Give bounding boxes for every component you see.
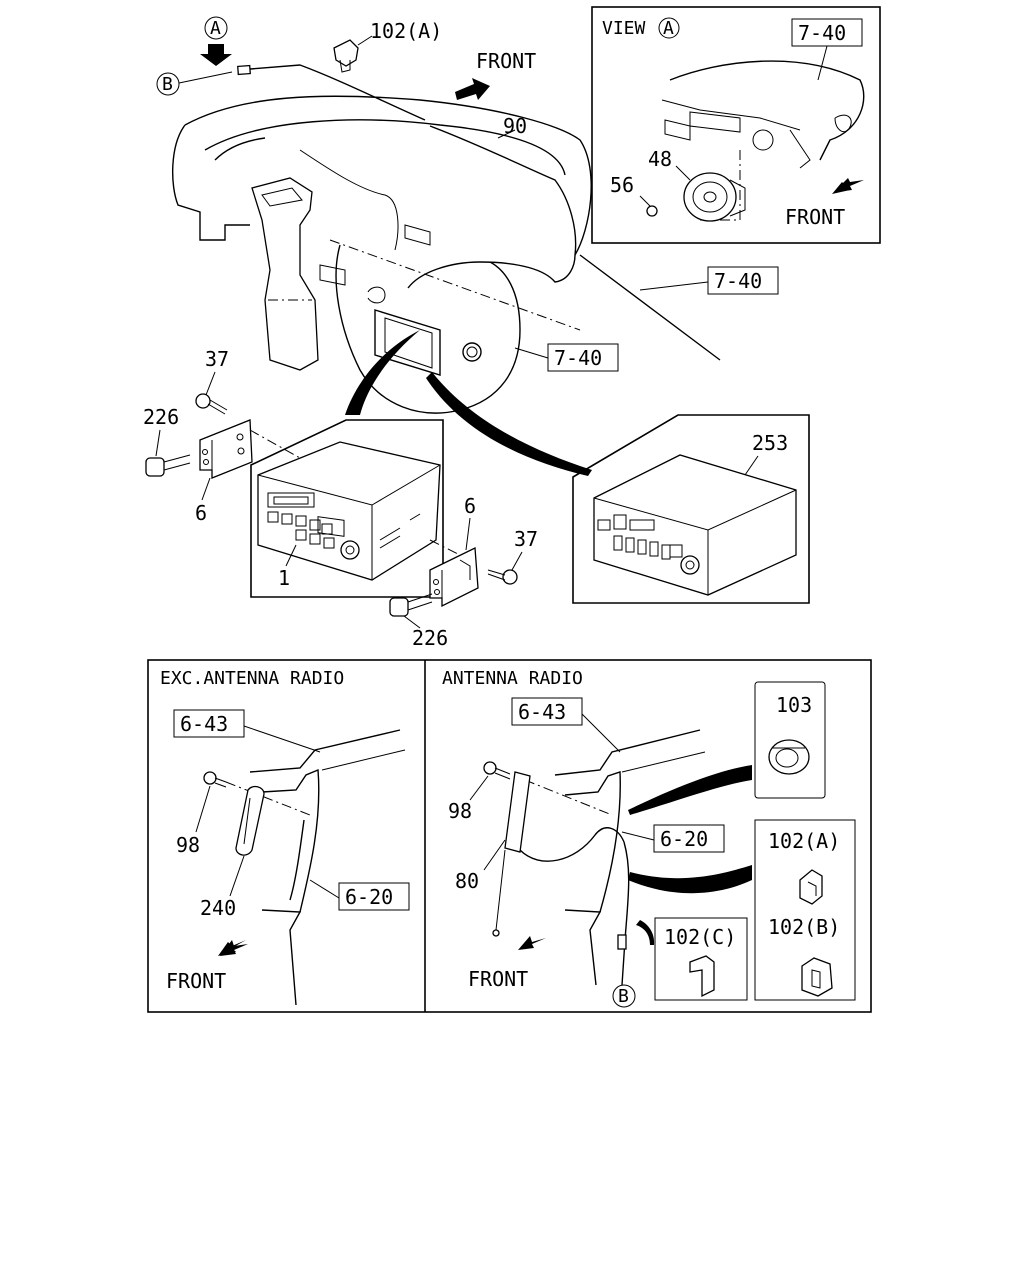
b-marker-top-label: B bbox=[162, 74, 173, 95]
ant-b-marker-label: B bbox=[618, 986, 629, 1007]
front-view-label: FRONT bbox=[785, 205, 845, 229]
part-37-right-label: 37 bbox=[514, 527, 538, 551]
exc-front-label: FRONT bbox=[166, 969, 226, 993]
bracket-icon bbox=[199, 419, 253, 479]
exc-part-240-label: 240 bbox=[200, 896, 236, 920]
exc-ref-6-20-label: 6-20 bbox=[345, 885, 393, 909]
antenna-icon bbox=[492, 771, 531, 937]
part-102ab-box: 102(A) 102(B) bbox=[754, 819, 856, 1001]
nut-icon bbox=[646, 205, 658, 217]
clip-102c-icon bbox=[689, 955, 715, 998]
part-6-left-label: 6 bbox=[195, 501, 207, 525]
bracket-right: 37 226 6 bbox=[389, 494, 538, 650]
view-marker-a: A bbox=[200, 16, 232, 66]
part-37-left-label: 37 bbox=[205, 347, 229, 371]
ref-7-40-view-label: 7-40 bbox=[798, 21, 846, 45]
bolt-98-exc-icon bbox=[203, 771, 227, 788]
front-arrow-icon bbox=[455, 78, 490, 100]
b-marker-top: B bbox=[156, 71, 233, 96]
speaker-icon bbox=[683, 172, 746, 222]
part-1-label: 1 bbox=[278, 566, 290, 590]
ant-part-98-label: 98 bbox=[448, 799, 472, 823]
clip-102a-icon bbox=[799, 869, 823, 905]
lower-frame bbox=[147, 659, 872, 1013]
clip-102b-icon bbox=[801, 957, 833, 997]
radio-box-panel: 1 bbox=[250, 419, 444, 598]
ref-7-40-low-label: 7-40 bbox=[554, 346, 602, 370]
part-6-right-label: 6 bbox=[464, 494, 476, 518]
part-102a-top-label: 102(A) bbox=[370, 19, 442, 43]
grommet-icon bbox=[768, 739, 810, 775]
ant-ref-6-20-label: 6-20 bbox=[660, 827, 708, 851]
ant-title-label: ANTENNA RADIO bbox=[442, 668, 583, 689]
part-102c-box-label: 102(C) bbox=[664, 925, 736, 949]
ant-front-label: FRONT bbox=[468, 967, 528, 991]
radio-253-icon bbox=[593, 454, 797, 596]
part-226-left-label: 226 bbox=[143, 405, 179, 429]
part-48-label: 48 bbox=[648, 147, 672, 171]
part-56-label: 56 bbox=[610, 173, 634, 197]
callout-sweep-right bbox=[426, 372, 592, 476]
bolt-226-bottom-icon bbox=[389, 593, 433, 617]
view-a-panel: VIEW A 7-40 48 56 FRONT bbox=[591, 6, 881, 244]
bolt-icon bbox=[195, 393, 228, 415]
exc-title-label: EXC.ANTENNA RADIO bbox=[160, 668, 344, 689]
ref-box-7-40-mid: 7-40 bbox=[639, 266, 779, 295]
ant-part-80-label: 80 bbox=[455, 869, 479, 893]
clip-icon bbox=[333, 39, 359, 73]
exc-antenna-panel: EXC.ANTENNA RADIO 6-43 98 240 6-20 FR bbox=[160, 668, 410, 1006]
part-102c-box: 102(C) bbox=[654, 917, 748, 1001]
bracket-right-icon bbox=[429, 546, 479, 608]
bolt-226-left-icon bbox=[145, 454, 191, 477]
part-103-label: 103 bbox=[776, 693, 812, 717]
view-a-marker-label: A bbox=[210, 18, 221, 39]
exc-part-98-label: 98 bbox=[176, 833, 200, 857]
view-arrow-icon bbox=[200, 44, 232, 66]
radio-unit-icon bbox=[257, 441, 441, 581]
part-226-bottom-label: 226 bbox=[412, 626, 448, 650]
ref-7-40-mid-label: 7-40 bbox=[714, 269, 762, 293]
exc-ref-6-43-label: 6-43 bbox=[180, 712, 228, 736]
part-90-label: 90 bbox=[503, 114, 527, 138]
ref-box-7-40-low: 7-40 bbox=[514, 343, 619, 372]
callout-sweep-left bbox=[345, 330, 420, 415]
part-102b-box-label: 102(B) bbox=[768, 915, 840, 939]
bolt-98-ant-icon bbox=[483, 761, 511, 780]
bolt-37-right-icon bbox=[487, 569, 518, 585]
radio-253-panel: 253 bbox=[572, 414, 810, 604]
view-title-marker-label: A bbox=[663, 18, 674, 39]
front-label-top: FRONT bbox=[476, 49, 536, 73]
ant-ref-6-43-label: 6-43 bbox=[518, 700, 566, 724]
view-title-label: VIEW bbox=[602, 18, 646, 39]
part-253-label: 253 bbox=[752, 431, 788, 455]
antenna-radio-panel: ANTENNA RADIO 6-43 98 80 6-20 bbox=[442, 668, 752, 1008]
part-102a-box-label: 102(A) bbox=[768, 829, 840, 853]
front-arrow-ant-icon bbox=[518, 936, 546, 950]
dashboard-assembly bbox=[171, 64, 721, 414]
bracket-left: 37 226 6 bbox=[143, 347, 301, 525]
part-103-box: 103 bbox=[754, 681, 826, 799]
cover-plate-icon bbox=[235, 785, 265, 856]
